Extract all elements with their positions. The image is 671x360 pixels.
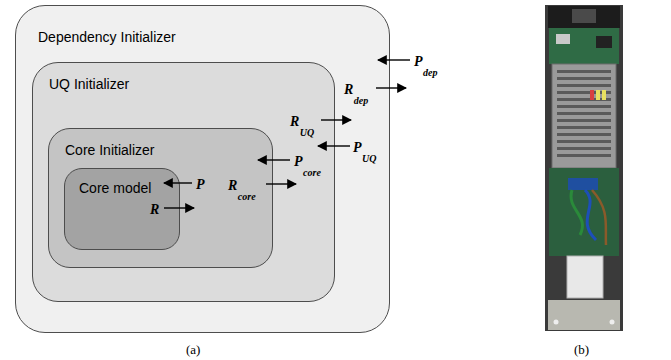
grille-slots <box>557 70 611 157</box>
terminal-block <box>568 178 598 190</box>
result-arrow <box>266 183 296 184</box>
result-arrow <box>164 207 194 208</box>
symbol-subscript: UQ <box>300 127 314 139</box>
result-arrow <box>321 119 351 120</box>
initializer-box: Dependency Initializer UQ InitializerCore… <box>15 5 390 333</box>
lower-board <box>549 168 619 256</box>
symbol-label: R <box>150 202 159 218</box>
symbol-subscript: dep <box>354 95 368 107</box>
result-arrow <box>376 87 406 88</box>
panel-label: (b) <box>574 342 589 357</box>
indicator-leds <box>590 90 606 100</box>
board-component <box>556 34 570 44</box>
screw <box>610 320 615 325</box>
parameter-arrow <box>258 159 290 160</box>
board-component <box>596 36 612 48</box>
symbol-subscript: UQ <box>362 153 376 165</box>
parameter-arrow <box>164 182 192 183</box>
symbol-label: P <box>414 54 423 70</box>
transformer <box>567 256 603 298</box>
panel-label: (a) <box>186 342 200 357</box>
wire <box>592 190 606 245</box>
metal-grille <box>552 64 616 168</box>
box-title: Core model <box>79 180 151 196</box>
symbol-subscript: dep <box>423 67 437 79</box>
symbol-label: R <box>344 82 353 98</box>
symbol-subscript: core <box>303 167 321 179</box>
base-plate <box>548 300 620 330</box>
box-title: UQ Initializer <box>49 76 129 92</box>
symbol-label: P <box>294 154 303 170</box>
circuit-board <box>549 28 619 64</box>
wire <box>585 190 596 240</box>
connector-plug <box>572 9 596 23</box>
symbol-label: R <box>290 114 299 130</box>
connector-block <box>548 6 620 28</box>
parameter-arrow <box>378 59 410 60</box>
symbol-label: P <box>196 177 205 193</box>
box-title: Dependency Initializer <box>38 29 176 45</box>
screw <box>554 320 559 325</box>
wire <box>571 190 582 235</box>
box-title: Core Initializer <box>65 142 154 158</box>
symbol-subscript: core <box>238 191 256 203</box>
initializer-box: UQ InitializerCore InitializerCore model <box>32 62 335 302</box>
photo-frame <box>545 5 623 331</box>
parameter-arrow <box>318 145 350 146</box>
symbol-label: P <box>353 140 362 156</box>
symbol-label: R <box>228 178 237 194</box>
initializer-box: Core model <box>64 168 180 250</box>
